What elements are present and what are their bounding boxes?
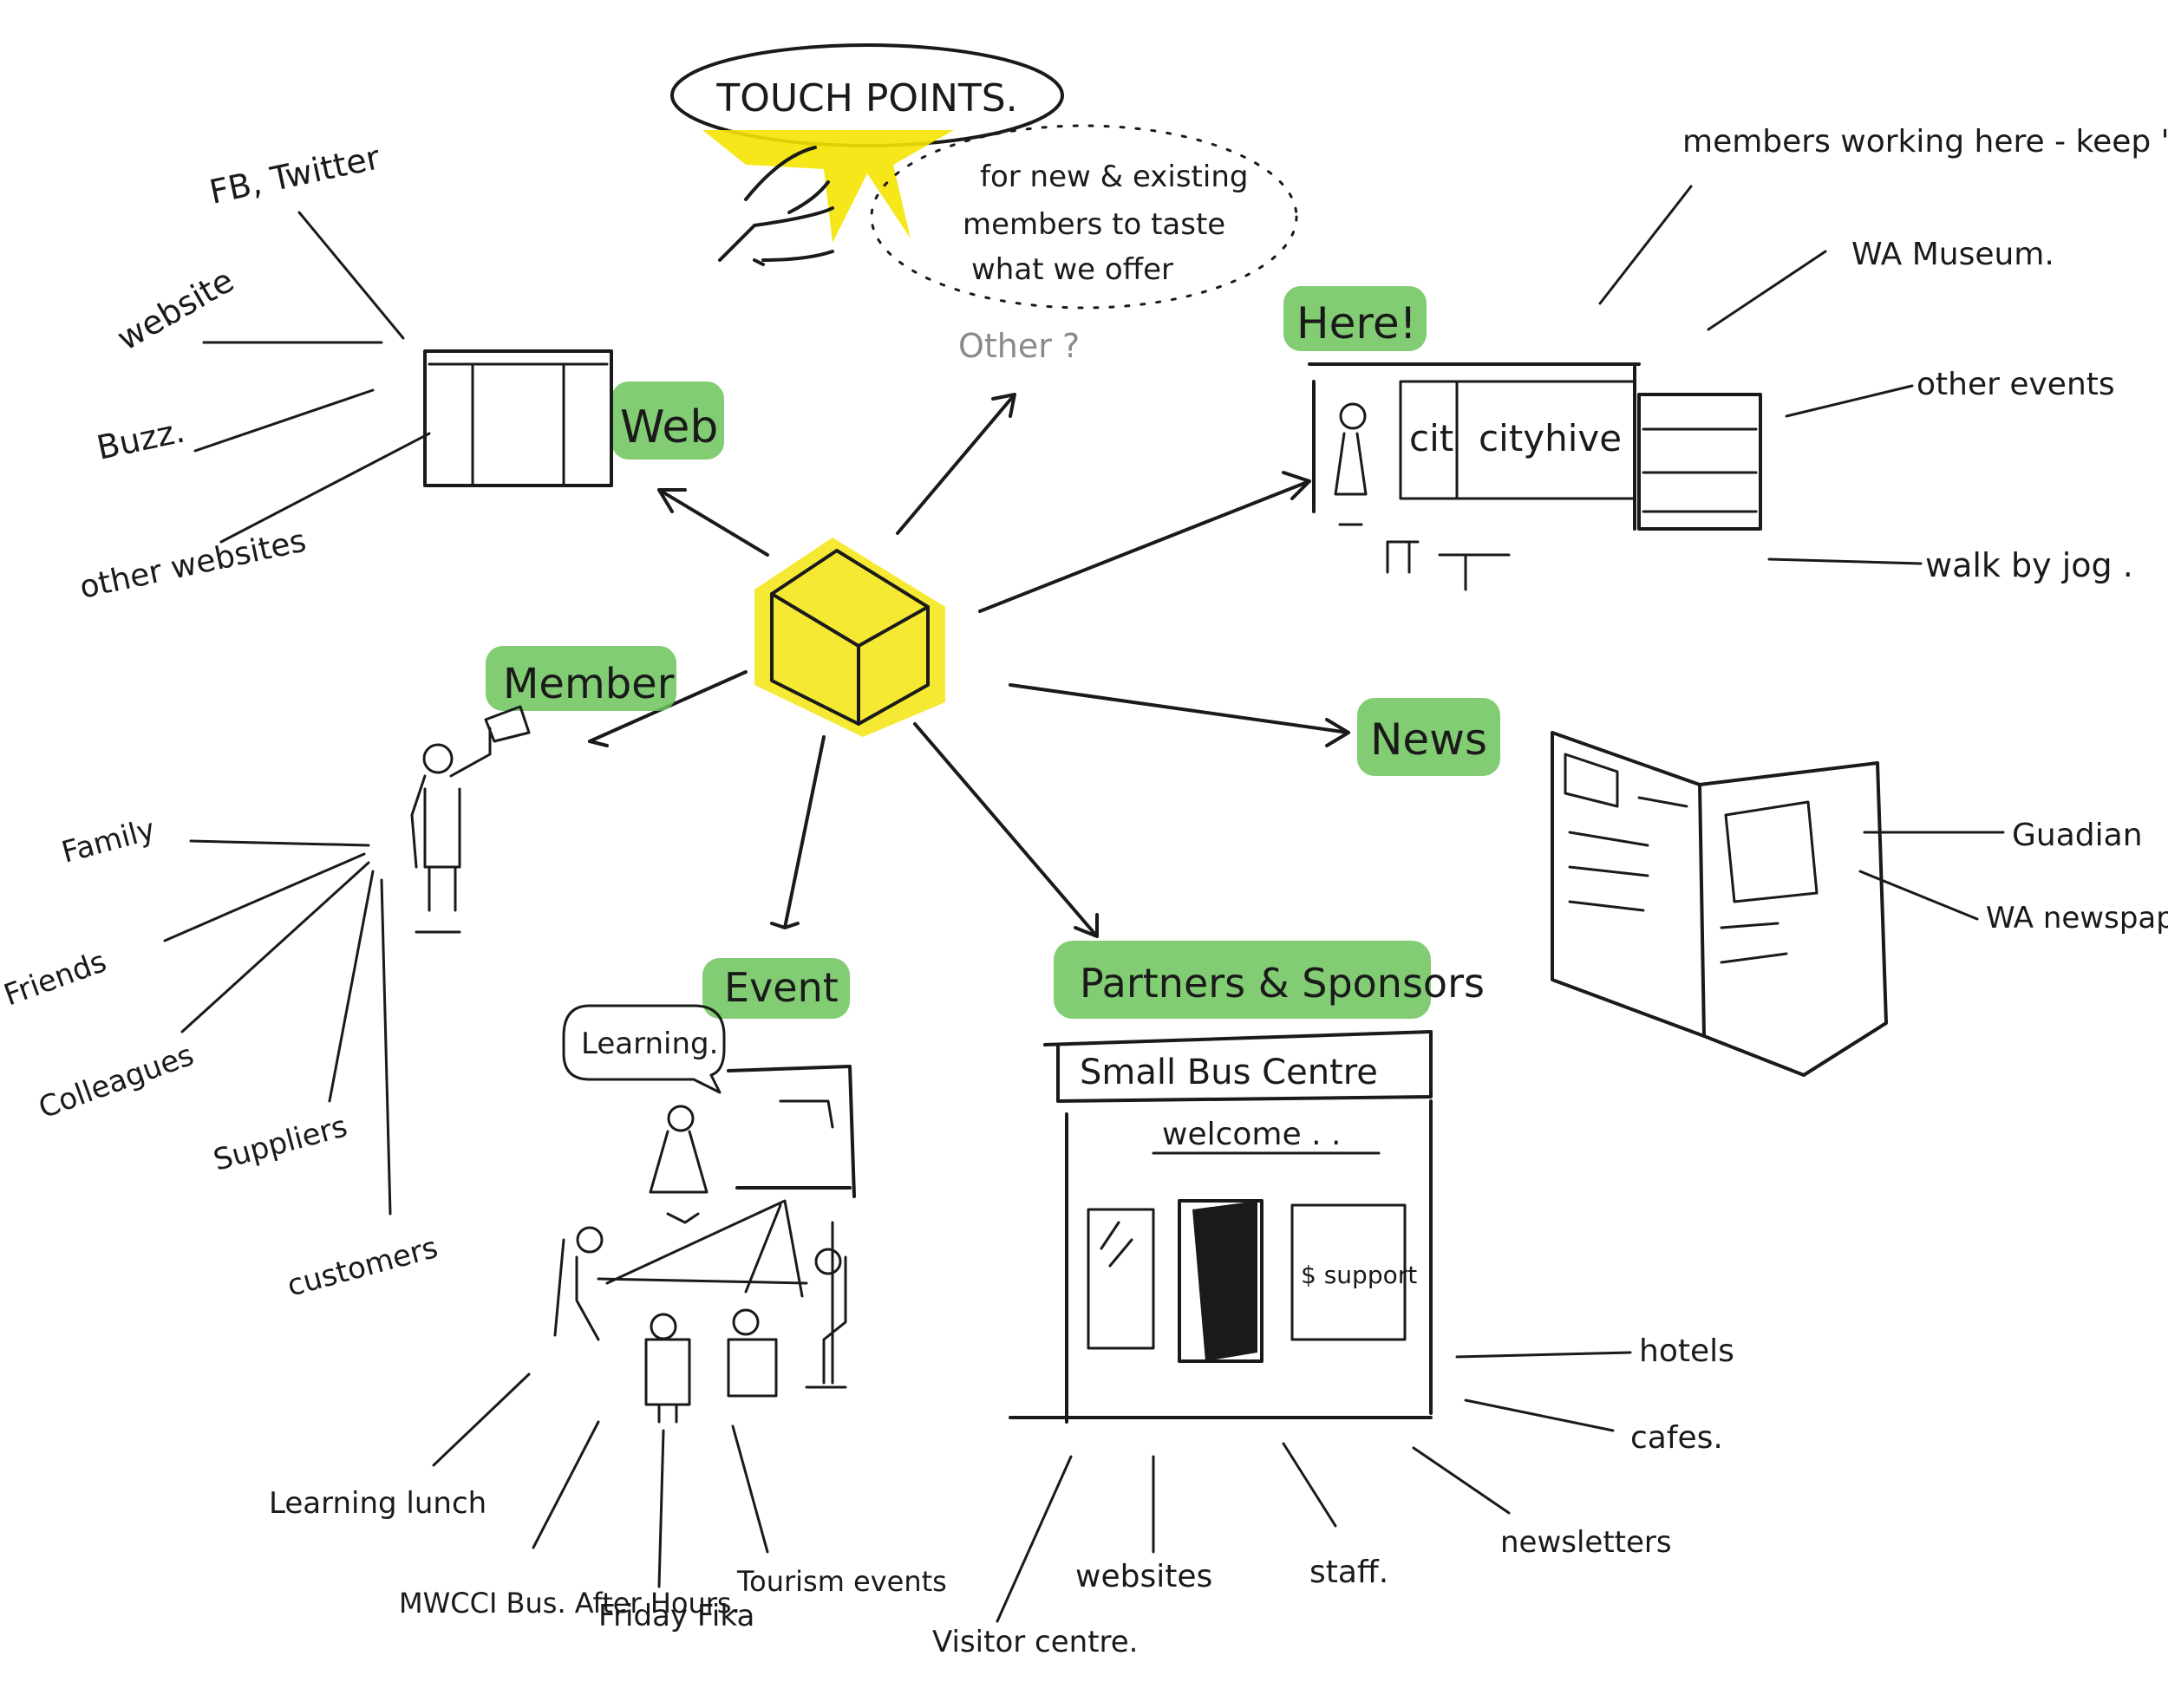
member-item: Colleagues [34,1038,198,1126]
web-label: Web [620,401,718,453]
member-label: Member [503,660,675,708]
event-branch: Event Learning. Learning lunch MWCCI [269,958,947,1633]
partners-item: staff. [1309,1555,1388,1590]
event-item: Tourism events [736,1565,947,1598]
partners-window-note: $ support [1301,1261,1417,1289]
news-item: WA newspapers web. [1986,901,2168,935]
here-sign-left: cit [1409,417,1453,460]
web-branch: Web FB, Twitter website Buzz. other webs… [76,138,724,606]
member-person-icon [410,705,531,934]
web-item: other websites [76,523,309,605]
member-item: Suppliers [210,1109,351,1177]
here-item: other events [1917,367,2115,402]
event-item-line: MWCCI Bus. After Hours. [399,1587,741,1620]
news-item: Guadian [2012,818,2143,853]
newspaper-icon [1551,731,1888,1077]
central-cube-icon [754,538,945,737]
event-item-line: Tourism events [736,1565,947,1598]
arrow-to-news [1009,683,1350,747]
member-item: Friends [0,944,111,1013]
event-item-line: Friday Fika [598,1599,754,1633]
partners-branch: Partners & Sponsors Small Bus Centre wel… [932,941,1734,1659]
title-note-cloud: for new & existing members to taste what… [870,124,1298,310]
here-item: WA Museum. [1851,237,2054,272]
news-branch: News Guadian WA newspapers web. [1357,698,2168,1077]
here-item-line: members working here - keep 'em ! [1682,124,2168,160]
arrow-to-other [896,393,1016,535]
other-label: Other ? [958,327,1080,365]
partners-sign: Small Bus Centre [1080,1053,1378,1092]
here-branch: Here! cit cityhive members working here … [1283,124,2168,591]
web-item: Buzz. [94,412,188,467]
title-note-text: for new & existing members to taste what… [963,160,1257,287]
partners-item-line: Visitor centre. [932,1625,1139,1659]
storefront-icon [1009,1030,1433,1424]
news-item-line: WA newspapers web. [1986,901,2168,935]
member-branch: Member Family Friends Colleagues Supplie… [0,646,676,1304]
event-item: MWCCI Bus. After Hours. [399,1587,741,1620]
title-text: TOUCH POINTS. [715,76,1017,121]
member-item: Family [58,812,159,870]
browser-window-icon [423,349,613,487]
event-meeting-icon [553,1065,856,1424]
arrow-to-web [657,488,769,557]
here-label: Here! [1296,298,1417,349]
web-item: FB, Twitter [206,138,384,212]
event-item: Friday Fika [598,1599,754,1633]
coworking-space-icon [1308,362,1762,591]
here-item: members working here - keep 'em ! [1682,124,2168,160]
arrow-to-partners [913,722,1099,938]
title-note-line: what we offer [971,252,1173,287]
event-item-line: Learning lunch [269,1486,486,1521]
here-sign-right: cityhive [1479,417,1622,460]
arrow-to-event [770,735,826,929]
title-note-line: for new & existing [980,160,1248,194]
partners-item: cafes. [1630,1420,1723,1456]
partners-item: newsletters [1500,1525,1672,1560]
arrow-to-here [978,471,1311,613]
member-item: customers [284,1230,441,1304]
event-speech: Learning. [581,1027,718,1061]
partners-item: hotels [1639,1333,1734,1369]
spoke-arrows [588,393,1350,938]
partners-item: Visitor centre. [932,1625,1139,1659]
speech-bubble: Learning. [562,1004,726,1094]
partners-welcome: welcome . . [1162,1117,1341,1152]
touch-burst-icon [702,130,954,266]
event-label: Event [724,964,839,1011]
partners-label: Partners & Sponsors [1080,960,1485,1007]
partners-item: websites [1075,1559,1212,1594]
here-item: walk by jog . [1925,546,2133,584]
title-note-line: members to taste [963,207,1225,242]
event-item: Learning lunch [269,1486,486,1521]
news-label: News [1370,714,1487,765]
